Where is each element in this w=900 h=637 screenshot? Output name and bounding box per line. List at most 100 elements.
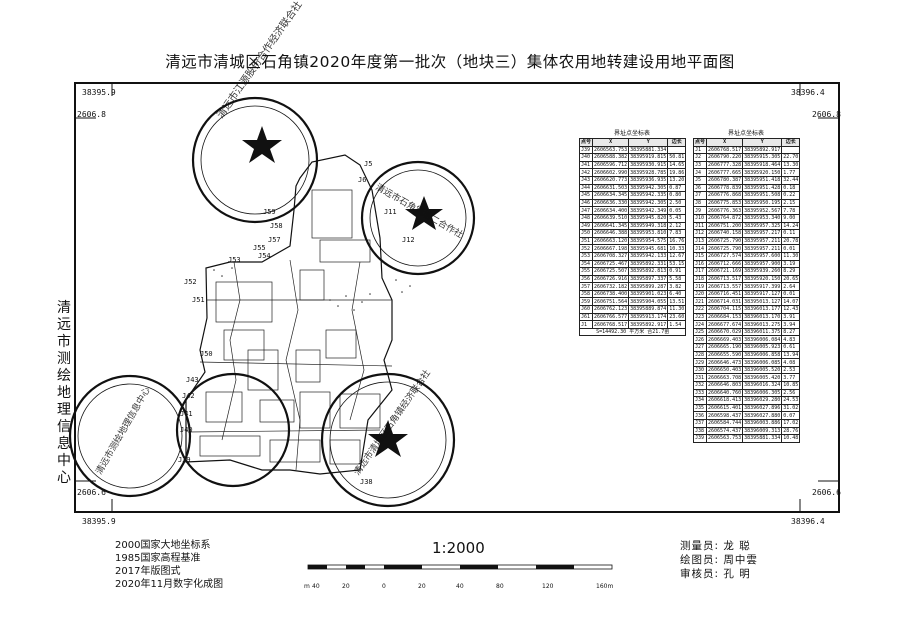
label-J55: J55 — [253, 244, 266, 252]
table-cell: 2606620.773 — [592, 175, 630, 185]
table-cell: J17 — [692, 267, 708, 276]
table-cell: 38395889.874 — [628, 305, 669, 314]
table-cell: 2606636.330 — [592, 198, 630, 208]
table-cell: 2606563.753 — [706, 434, 744, 443]
label-J52: J52 — [184, 278, 197, 286]
table-cell: 0.80 — [667, 191, 687, 200]
digitized-date: 2020年11月数字化成图 — [115, 579, 224, 590]
table-cell: 2606777.665 — [706, 168, 744, 177]
table-cell: 2.15 — [781, 198, 801, 208]
table-cell: 2606714.031 — [706, 297, 744, 307]
table-cell: 2606721.169 — [706, 267, 744, 276]
table-cell: 2606713.517 — [706, 274, 744, 284]
table-cell: 38395957.217 — [742, 229, 783, 238]
star-icon — [242, 126, 282, 163]
table-cell: 38395013.127 — [742, 297, 783, 307]
table-cell: 38395950.195 — [742, 198, 783, 208]
table-header-cell: 边长 — [667, 138, 687, 147]
table-cell: 2606732.182 — [592, 282, 630, 291]
table-cell: 2606665.190 — [706, 343, 744, 352]
table-cell: 2606596.712 — [592, 160, 630, 170]
table-cell: 38395917.127 — [742, 289, 783, 299]
table-cell: 2606725.507 — [592, 267, 630, 276]
table-cell: J60 — [578, 305, 594, 314]
scale-tick: 120 — [542, 583, 554, 590]
table-cell: 14.24 — [781, 221, 801, 231]
table-cell: J21 — [692, 297, 708, 307]
table-cell: J7 — [692, 191, 708, 200]
table-cell: J8 — [692, 198, 708, 208]
table-cell: 12.67 — [667, 251, 687, 261]
label-J54: J54 — [258, 252, 271, 260]
table-cell: 38395928.785 — [628, 168, 669, 177]
table-cell: J1 — [578, 320, 594, 329]
coord-top-left-x: 38395.9 — [82, 88, 116, 97]
table-cell: 2606646.473 — [706, 358, 744, 367]
table-cell: 2606670.029 — [706, 327, 744, 337]
table-cell: 2606667.198 — [592, 244, 630, 253]
table-cell: J51 — [578, 236, 594, 246]
table-cell: 38395915.305 — [742, 153, 783, 162]
table-cell: 16.76 — [667, 236, 687, 246]
table-cell: J4 — [692, 168, 708, 177]
table-cell: 38396013.275 — [742, 320, 783, 329]
table-cell: 38395939.260 — [742, 267, 783, 276]
table-cell: J61 — [578, 312, 594, 322]
table-cell: J13 — [692, 236, 708, 246]
table-cell: J48 — [578, 213, 594, 223]
surveyor-role: 测量员: — [680, 540, 720, 552]
table-cell: 2606713.557 — [706, 282, 744, 291]
map-legend-version: 2017年版图式 — [115, 566, 181, 577]
label-J50: J50 — [200, 350, 213, 358]
table-cell: 13.30 — [781, 160, 801, 170]
table-cell: 38396006.305 — [742, 388, 783, 398]
table-cell: J33 — [692, 388, 708, 398]
table-cell: 2606641.345 — [592, 221, 630, 231]
table-cell: J3 — [692, 160, 708, 170]
table-cell: J47 — [578, 206, 594, 215]
table-cell: 2606740.158 — [706, 229, 744, 238]
table-cell: 38396005.520 — [742, 365, 783, 375]
table-cell: 1.54 — [667, 320, 687, 329]
staff-block: 测量员: 龙 聪 绘图员: 周中雲 审核员: 孔 明 — [680, 539, 758, 581]
label-J11: J11 — [384, 208, 397, 216]
table-cell: J58 — [578, 289, 594, 299]
table-cell: J27 — [692, 343, 708, 352]
table-cell: 20.78 — [781, 236, 801, 246]
table-cell: 38395951.428 — [742, 183, 783, 193]
table-cell: J29 — [692, 358, 708, 367]
table-header-cell: X — [706, 138, 744, 147]
table-cell: 2606768.517 — [706, 145, 744, 155]
table-cell: 8.27 — [781, 327, 801, 337]
table-cell: 2606646.388 — [592, 229, 630, 238]
table-cell: 2606716.451 — [706, 289, 744, 299]
table-cell: 2.64 — [781, 282, 801, 291]
table-cell: 38395917.399 — [742, 282, 783, 291]
table-cell: J46 — [578, 198, 594, 208]
table-cell: J31 — [692, 373, 708, 382]
area-summary: S=14492.30 平方米 合21.7亩 — [578, 327, 687, 337]
star-icon — [368, 420, 408, 457]
table-cell: 32.44 — [781, 175, 801, 185]
table-cell: 9.00 — [781, 213, 801, 223]
table-cell: 2606618.413 — [706, 396, 744, 405]
table-cell: J55 — [578, 267, 594, 276]
table-cell: 2606751.200 — [706, 221, 744, 231]
table-cell: 2606764.872 — [706, 213, 744, 223]
table-cell: J24 — [692, 320, 708, 329]
label-J41: J41 — [180, 410, 193, 418]
